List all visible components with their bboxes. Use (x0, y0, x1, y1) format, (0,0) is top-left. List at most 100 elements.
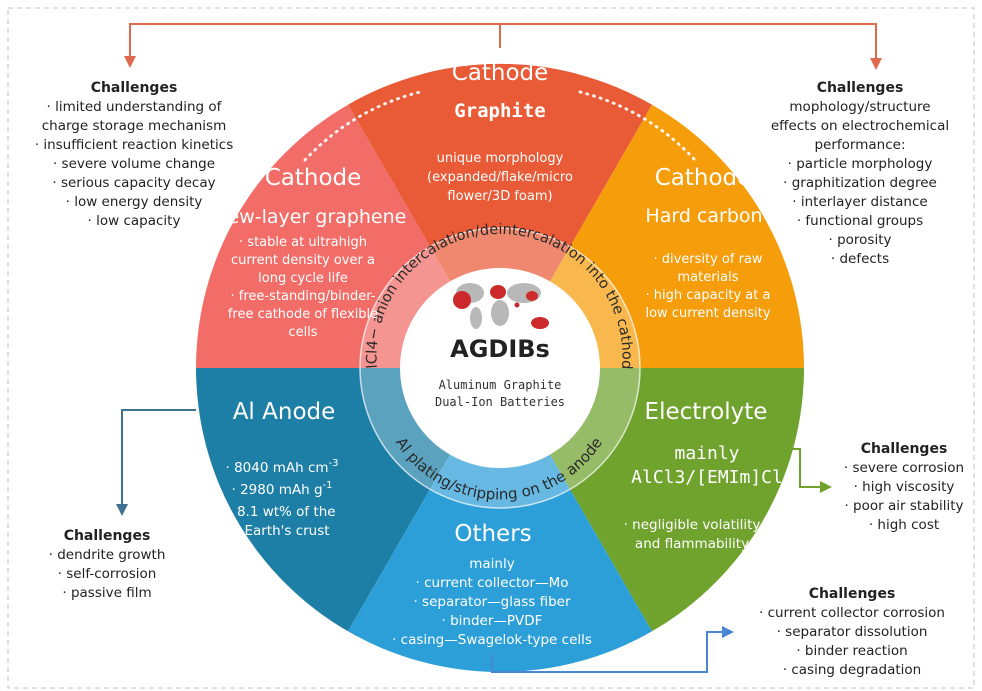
challenge-item: · serious capacity decay (52, 175, 216, 191)
electrolyte-body-2: and flammability (635, 536, 749, 552)
arrow-top-connector (129, 23, 877, 64)
challenge-item: charge storage mechanism (41, 118, 227, 134)
graphene-title: Cathode (265, 165, 362, 191)
challenge-item: · separator dissolution (776, 624, 928, 640)
challenge-item: · functional groups (796, 213, 924, 229)
arrow-right-head (820, 481, 832, 493)
challenge-item: · dendrite growth (48, 547, 166, 563)
hard-carbon-body-1: · diversity of raw (653, 252, 762, 267)
graphene-body-1: · stable at ultrahigh (239, 235, 367, 250)
segment-cathode-graphite: Cathode Graphite unique morphology (expa… (427, 60, 573, 204)
hard-carbon-title: Cathode (655, 165, 752, 191)
graphite-subtitle: Graphite (454, 100, 546, 122)
graphene-subtitle: Few-layer graphene (218, 206, 407, 228)
graphene-body-4: · free-standing/binder- (231, 289, 376, 304)
connector-arrows (116, 23, 882, 673)
challenges-title: Challenges (860, 441, 948, 457)
challenge-item: · poor air stability (844, 498, 964, 514)
challenges-top-right: Challenges mophology/structure effects o… (740, 79, 980, 269)
arrow-left-connector (121, 409, 196, 510)
segment-cathode-hard-carbon: Cathode Hard carbon · diversity of raw m… (645, 165, 770, 321)
others-body-3: · separator—glass fiber (413, 594, 571, 610)
challenge-item: · casing degradation (782, 662, 922, 678)
challenge-item: · low capacity (87, 213, 181, 229)
challenge-item: · high cost (868, 517, 940, 533)
sector-cathode-graphene (196, 104, 500, 368)
challenge-item: · current collector corrosion (759, 605, 945, 621)
challenge-item: · graphitization degree (783, 175, 937, 191)
electrolyte-body-1: · negligible volatility (624, 517, 761, 533)
segment-electrolyte: Electrolyte mainly AlCl3/[EMIm]Cl · negl… (624, 399, 783, 552)
center-subtitle-line-2: Dual-Ion Batteries (435, 395, 565, 409)
sector-electrolyte (500, 368, 804, 632)
center-title: AGDIBs (450, 335, 550, 363)
challenge-item: performance: (814, 137, 906, 153)
challenge-item: · particle morphology (787, 156, 933, 172)
challenges-right: Challenges · severe corrosion · high vis… (830, 440, 978, 535)
segment-others: Others mainly · current collector—Mo · s… (392, 521, 592, 648)
center-disc (400, 268, 600, 468)
challenges-title: Challenges (816, 80, 904, 96)
anode-title: Al Anode (233, 399, 336, 425)
arrow-right-connector (780, 448, 826, 488)
challenge-item: · severe volume change (52, 156, 216, 172)
challenges-title: Challenges (90, 80, 178, 96)
challenge-item: · passive film (62, 585, 152, 601)
arrow-top-left-head (124, 56, 136, 68)
arrow-top-right-head (870, 58, 882, 70)
arrow-left-head (116, 504, 128, 516)
challenge-item: · binder reaction (796, 643, 908, 659)
challenges-title: Challenges (63, 528, 151, 544)
challenge-item: · limited understanding of (46, 99, 222, 115)
challenge-item: · low energy density (65, 194, 203, 210)
challenge-item: · porosity (828, 232, 892, 248)
others-body-1: mainly (469, 556, 514, 572)
graphite-body-3: flower/3D foam) (447, 189, 552, 204)
segment-cathode-graphene: Cathode Few-layer graphene · stable at u… (218, 165, 407, 340)
hard-carbon-body-3: · high capacity at a (646, 288, 771, 303)
electrolyte-title: Electrolyte (645, 399, 768, 425)
hard-carbon-body-2: materials (677, 270, 738, 285)
sector-cathode-hard-carbon (500, 104, 804, 368)
anode-body-2: · 2980 mAh g-1 (231, 480, 332, 498)
others-body-5: · casing—Swagelok-type cells (392, 632, 592, 648)
challenge-item: · interlayer distance (792, 194, 928, 210)
challenge-item: · high viscosity (853, 479, 955, 495)
sectors (195, 63, 804, 673)
graphene-body-2: current density over a (231, 253, 375, 268)
others-title: Others (454, 521, 531, 547)
anode-body-3: · 8.1 wt% of the (228, 504, 335, 520)
sector-cathode-graphite (348, 63, 652, 368)
graphene-body-3: long cycle life (258, 271, 348, 286)
sector-al-anode (195, 368, 500, 632)
graphite-title: Cathode (452, 60, 549, 86)
hard-carbon-body-4: low current density (645, 306, 770, 321)
arrow-bottom-connector (491, 631, 728, 673)
electrolyte-subtitle-1: mainly (674, 443, 739, 464)
challenges-left: Challenges · dendrite growth · self-corr… (12, 527, 202, 603)
anode-body-1: · 8040 mAh cm-3 (225, 458, 338, 476)
electrolyte-subtitle-2: AlCl3/[EMIm]Cl (631, 467, 783, 488)
center-subtitle-line-1: Aluminum Graphite (439, 378, 562, 392)
challenge-item: · self-corrosion (57, 566, 157, 582)
challenge-item: · insufficient reaction kinetics (34, 137, 234, 153)
arrow-bottom-head (722, 626, 734, 638)
challenges-title: Challenges (808, 586, 896, 602)
graphene-body-6: cells (288, 325, 317, 340)
challenge-item: effects on electrochemical (770, 118, 950, 134)
anode-body-4: Earth's crust (244, 523, 329, 539)
graphite-body-2: (expanded/flake/micro (427, 170, 573, 185)
others-body-2: · current collector—Mo (416, 575, 569, 591)
dotted-arc-right (578, 90, 697, 162)
others-body-4: · binder—PVDF (442, 613, 543, 629)
world-map-icon (453, 283, 549, 329)
sector-others (348, 368, 652, 673)
dotted-arc-left (303, 90, 422, 162)
challenges-bottom-right: Challenges · current collector corrosion… (736, 585, 968, 680)
challenge-item: · defects (830, 251, 890, 267)
segment-al-anode: Al Anode · 8040 mAh cm-3 · 2980 mAh g-1 … (225, 399, 338, 539)
figure-frame (7, 7, 975, 689)
hard-carbon-subtitle: Hard carbon (645, 205, 762, 227)
challenge-item: · severe corrosion (843, 460, 965, 476)
